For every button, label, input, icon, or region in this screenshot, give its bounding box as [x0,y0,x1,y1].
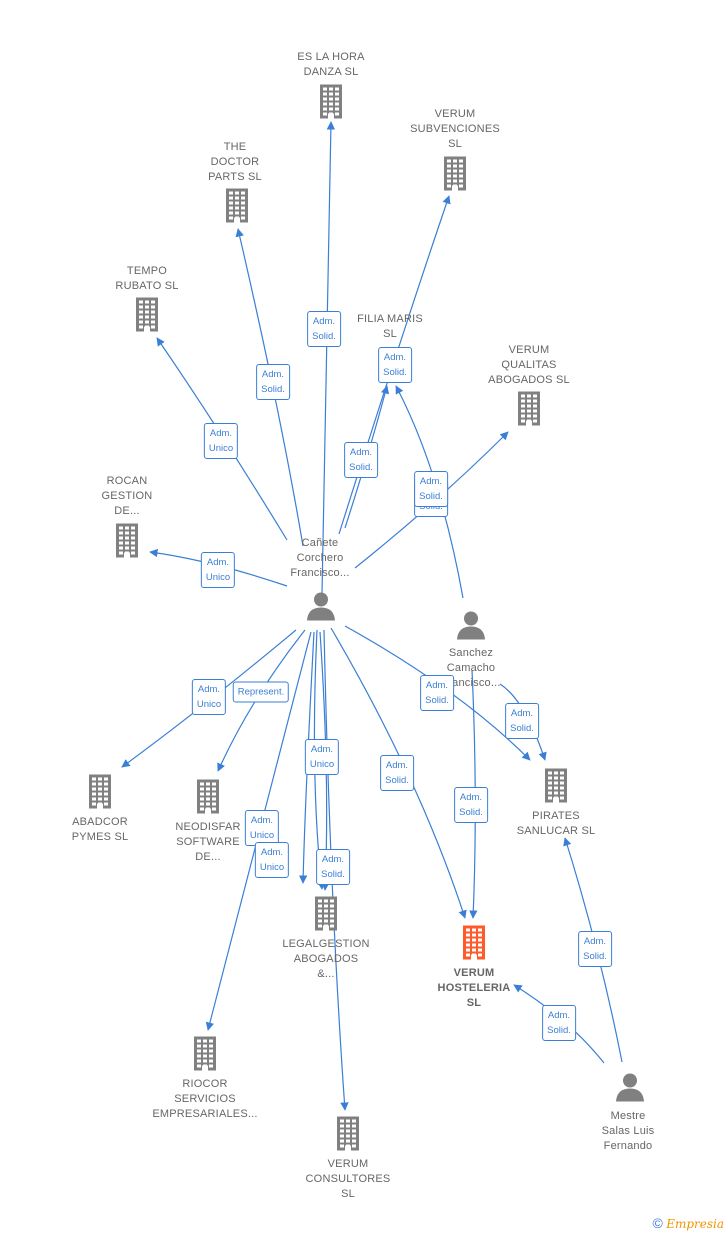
building-icon[interactable] [317,83,345,124]
relation-label[interactable]: Adm. Solid. [307,311,341,347]
relation-edge-canete-es_la_hora [321,121,336,595]
relation-label[interactable]: Adm. Unico [254,842,290,878]
company-label-es_la_hora[interactable]: ES LA HORA DANZA SL [297,51,365,78]
building-icon[interactable] [133,296,161,337]
company-label-rocan[interactable]: ROCAN GESTION DE... [101,475,153,517]
building-icon[interactable] [113,522,141,563]
building-icon[interactable] [542,767,570,808]
building-icon[interactable] [460,924,488,965]
company-label-verum_subv[interactable]: VERUM SUBVENCIONES SL [410,108,500,150]
empresia-logo[interactable]: Empresia [666,1217,724,1231]
company-label-verum_consultores[interactable]: VERUM CONSULTORES SL [305,1158,391,1200]
relation-label[interactable]: Adm. Solid. [578,931,612,967]
company-label-tempo_rubato[interactable]: TEMPO RUBATO SL [115,265,179,292]
building-icon[interactable] [223,187,251,228]
relation-label[interactable]: Adm. Unico [244,810,280,846]
person-label-mestre[interactable]: Mestre Salas Luis Fernando [601,1110,655,1152]
relation-label[interactable]: Adm. Solid. [380,755,414,791]
building-icon[interactable] [312,895,340,936]
relation-label[interactable]: Adm. Solid. [542,1005,576,1041]
relation-label[interactable]: Adm. Solid. [378,347,412,383]
building-icon[interactable] [515,390,543,431]
relation-label[interactable]: Adm. Solid. [256,364,290,400]
person-label-canete[interactable]: Cañete Corchero Francisco... [290,537,350,579]
building-icon[interactable] [441,155,469,196]
relation-label[interactable]: Adm. Solid. [505,703,539,739]
person-label-sanchez[interactable]: Sanchez Camacho Francisco... [441,647,501,689]
relation-label[interactable]: Adm. Solid. [316,849,350,885]
building-icon[interactable] [194,778,222,819]
relation-label[interactable]: Adm. Solid. [454,787,488,823]
building-icon[interactable] [86,773,114,814]
relation-label[interactable]: Adm. Solid. [420,675,454,711]
relation-label[interactable]: Represent. [232,681,290,703]
relation-edge-canete-verum_consultores [323,629,349,1111]
company-label-riocor[interactable]: RIOCOR SERVICIOS EMPRESARIALES... [152,1078,258,1120]
company-label-verum_qualitas[interactable]: VERUM QUALITAS ABOGADOS SL [488,344,570,386]
person-icon[interactable] [456,610,486,645]
person-icon[interactable] [615,1072,645,1107]
company-label-legalgestion[interactable]: LEGALGESTION ABOGADOS &... [282,938,370,980]
relation-label[interactable]: Adm. Unico [203,423,239,459]
relation-label[interactable]: Adm. Solid. [414,471,448,507]
footer-brand: © Empresia [653,1215,724,1231]
relation-label[interactable]: Adm. Unico [191,679,227,715]
edges-layer [121,121,623,1111]
company-label-abadcor[interactable]: ABADCOR PYMES SL [71,816,129,843]
person-icon[interactable] [306,591,336,626]
company-label-pirates[interactable]: PIRATES SANLUCAR SL [516,810,596,837]
building-icon[interactable] [334,1115,362,1156]
building-icon[interactable] [191,1035,219,1076]
company-label-verum_hosteleria[interactable]: VERUM HOSTELERIA SL [437,967,511,1009]
company-label-doctor_parts[interactable]: THE DOCTOR PARTS SL [208,141,262,183]
relation-label[interactable]: Adm. Unico [304,739,340,775]
company-label-filia_maris[interactable]: FILIA MARIS SL [357,313,423,340]
relation-edge-canete-legalgestion [298,631,315,884]
relation-label[interactable]: Adm. Unico [200,552,236,588]
copyright-symbol: © [652,1215,663,1231]
relation-label[interactable]: Adm. Solid. [344,442,378,478]
company-label-neodisfar[interactable]: NEODISFAR SOFTWARE DE... [175,821,241,863]
